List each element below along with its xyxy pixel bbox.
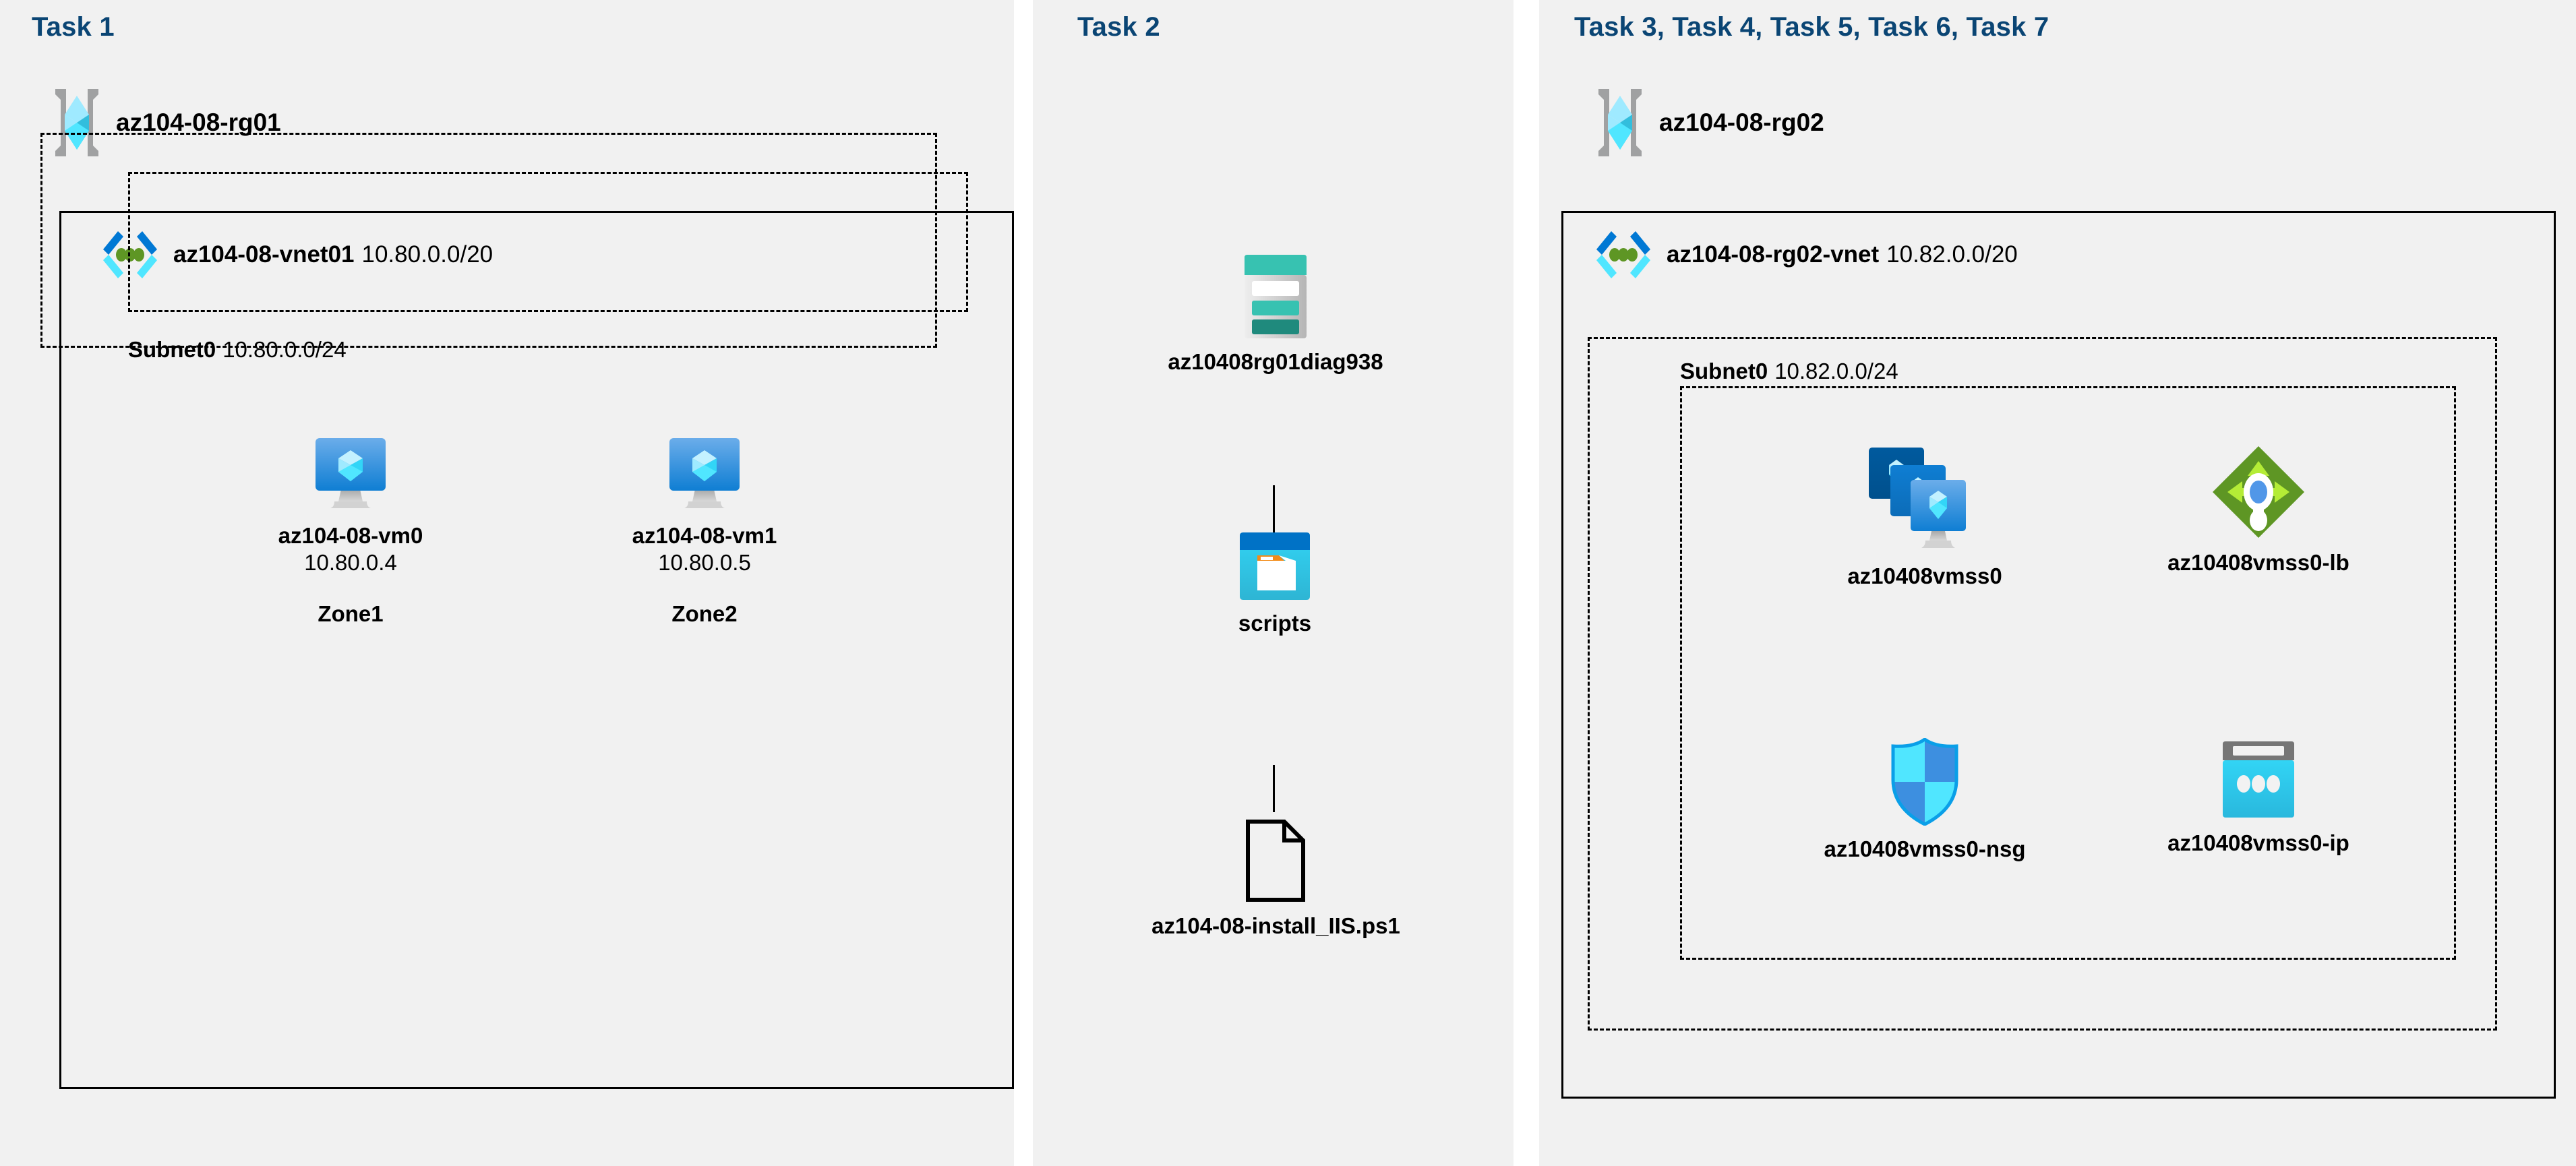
network-security-group-node: az10408vmss0-nsg — [1780, 738, 2070, 862]
network-security-group-name-label: az10408vmss0-nsg — [1824, 836, 2026, 861]
availability-zone-group-boundary — [128, 172, 968, 312]
blob-container-icon — [1240, 532, 1310, 600]
vm-scale-set-node: az10408vmss0 — [1787, 445, 2063, 589]
task-3-to-7-title: Task 3, Task 4, Task 5, Task 6, Task 7 — [1574, 12, 2049, 42]
script-file-node: az104-08-install_IIS.ps1 — [1151, 819, 1400, 939]
resource-group-icon — [51, 88, 102, 158]
subnet-boundary-subnet0-rg02-vnet — [1588, 337, 2497, 1031]
resource-group-name-rg02: az104-08-rg02 — [1659, 109, 1824, 136]
virtual-network-icon — [1594, 228, 1653, 281]
resource-group-name-rg01: az104-08-rg01 — [116, 109, 281, 136]
task-2-title: Task 2 — [1077, 12, 1160, 42]
blob-container-name-label: scripts — [1238, 611, 1312, 636]
vm-name-label: az104-08-vm1 — [632, 523, 777, 548]
storage-account-name-label: az10408rg01diag938 — [1168, 349, 1383, 374]
virtual-machine-icon — [668, 437, 741, 512]
task-1-title: Task 1 — [32, 12, 115, 42]
vm-name-label: az104-08-vm0 — [278, 523, 423, 548]
storage-account-icon — [1245, 255, 1307, 338]
script-file-name-label: az104-08-install_IIS.ps1 — [1151, 913, 1400, 938]
vm-zone-label: Zone1 — [318, 601, 384, 626]
virtual-network-icon — [100, 228, 160, 281]
file-icon — [1245, 819, 1307, 902]
vmss-resource-group-boundary — [1680, 386, 2456, 960]
connector-container-to-file — [1273, 765, 1275, 812]
vm-node-az104-08-vm0: az104-08-vm0 10.80.0.4 Zone1 — [273, 437, 428, 627]
virtual-machine-icon — [314, 437, 387, 512]
connector-storage-to-container — [1273, 485, 1275, 532]
public-ip-address-node: az10408vmss0-ip — [2127, 741, 2390, 856]
public-ip-address-name-label: az10408vmss0-ip — [2167, 830, 2349, 855]
load-balancer-name-label: az10408vmss0-lb — [2167, 550, 2349, 575]
resource-group-header-rg01: az104-08-rg01 — [51, 88, 281, 158]
load-balancer-icon — [2211, 445, 2306, 539]
vm-scale-set-name-label: az10408vmss0 — [1847, 563, 2002, 588]
load-balancer-node: az10408vmss0-lb — [2117, 445, 2400, 576]
vm-node-az104-08-vm1: az104-08-vm1 10.80.0.5 Zone2 — [627, 437, 782, 627]
public-ip-address-icon — [2223, 741, 2294, 820]
panel-task-1: Task 1 az104-08-rg01 — [0, 0, 1014, 1166]
vm-scale-set-icon — [1867, 445, 1982, 553]
panel-task-3-to-7: Task 3, Task 4, Task 5, Task 6, Task 7 a… — [1539, 0, 2576, 1166]
vm-zone-label: Zone2 — [671, 601, 738, 626]
resource-group-header-rg02: az104-08-rg02 — [1594, 88, 1824, 158]
subnet-boundary-subnet0-vnet01 — [40, 133, 937, 348]
resource-group-icon — [1594, 88, 1646, 158]
vm-ip-label: 10.80.0.5 — [658, 550, 751, 575]
blob-container-node: scripts — [1187, 532, 1363, 636]
vm-ip-label: 10.80.0.4 — [304, 550, 397, 575]
storage-account-node: az10408rg01diag938 — [1134, 255, 1417, 375]
network-security-group-icon — [1889, 738, 1960, 826]
